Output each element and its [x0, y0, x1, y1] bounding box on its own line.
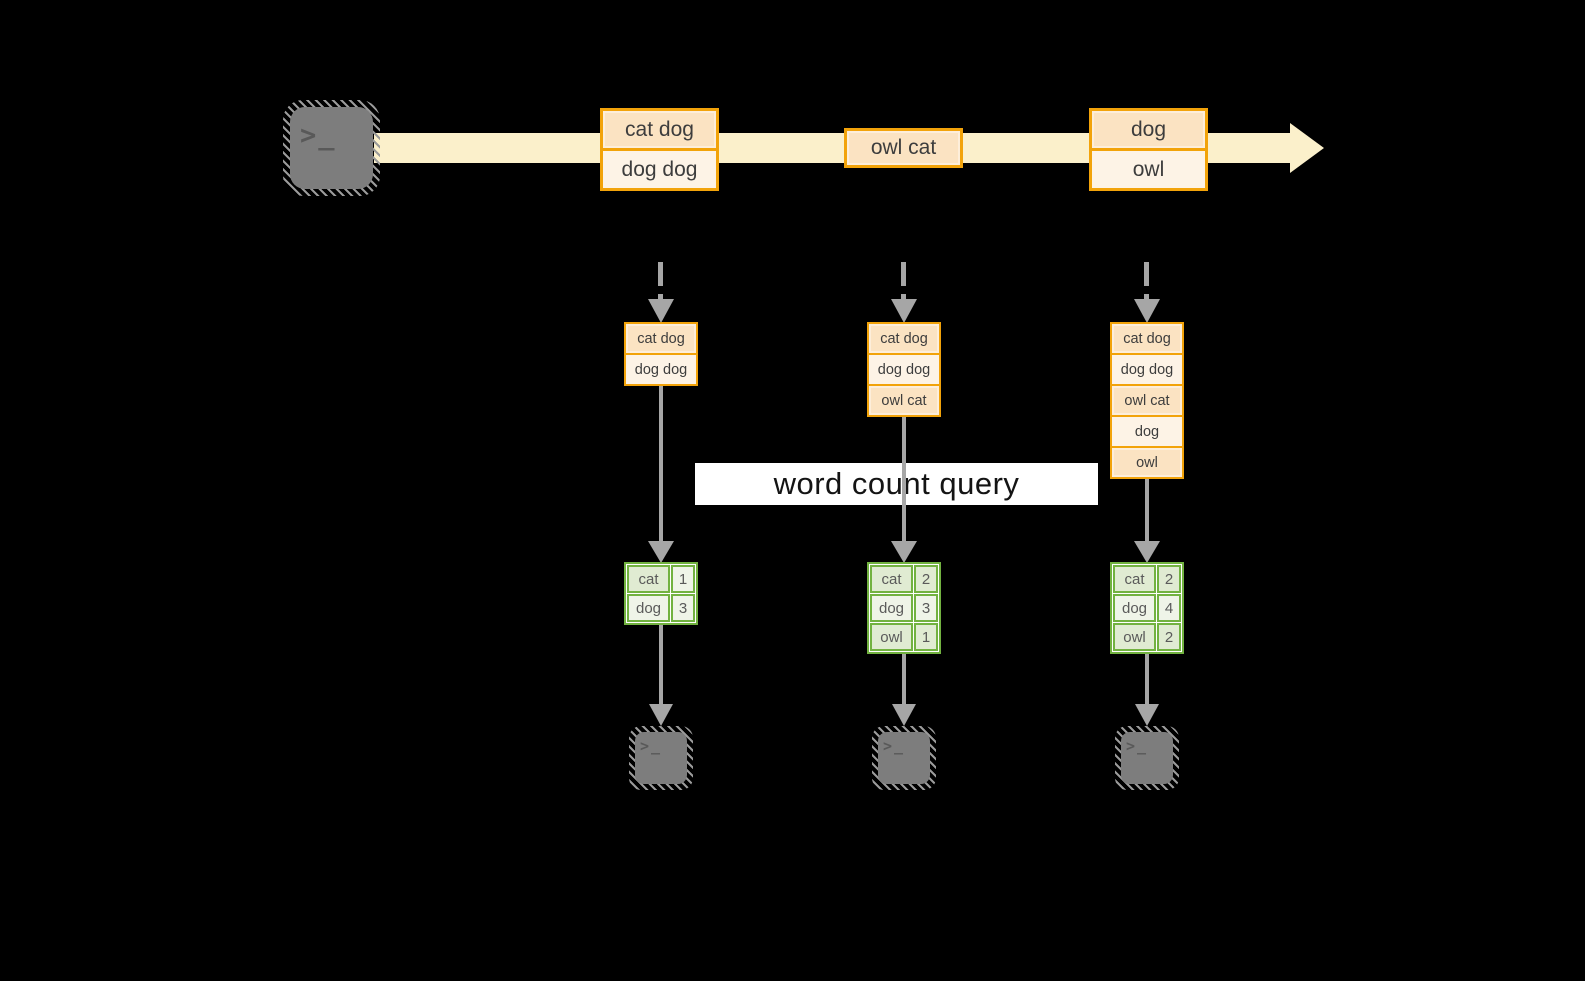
event-record: owl cat	[847, 131, 960, 165]
table-row: cat 2	[870, 565, 938, 593]
output-arrowhead-icon	[892, 704, 916, 726]
batch-record: cat dog	[1112, 324, 1182, 353]
table-row: owl 1	[870, 623, 938, 651]
output-terminal-icon: >_	[1115, 726, 1179, 790]
dashed-arrow-line	[901, 262, 906, 300]
output-arrowhead-icon	[1135, 704, 1159, 726]
event-record: dog	[1092, 111, 1205, 148]
output-line	[902, 654, 906, 705]
stream-event-3: dog owl	[1089, 108, 1208, 191]
terminal-face	[290, 107, 373, 189]
batch-record: dog dog	[1112, 355, 1182, 384]
word-cell: dog	[1113, 594, 1156, 622]
batch-record: dog dog	[626, 355, 696, 384]
dashed-arrow-line	[658, 262, 663, 300]
terminal-prompt-icon: >_	[883, 737, 906, 755]
connector-arrowhead-icon	[648, 541, 674, 563]
word-cell: owl	[1113, 623, 1156, 651]
output-arrowhead-icon	[649, 704, 673, 726]
word-cell: cat	[1113, 565, 1156, 593]
batch-record: cat dog	[869, 324, 939, 353]
word-cell: owl	[870, 623, 913, 651]
word-cell: dog	[870, 594, 913, 622]
dashed-arrowhead-icon	[1134, 299, 1160, 323]
stream-event-1: cat dog dog dog	[600, 108, 719, 191]
count-cell: 2	[1157, 623, 1181, 651]
event-record: owl	[1092, 151, 1205, 188]
word-cell: cat	[870, 565, 913, 593]
output-line	[1145, 654, 1149, 705]
output-terminal-icon: >_	[629, 726, 693, 790]
dashed-arrowhead-icon	[648, 299, 674, 323]
table-row: owl 2	[1113, 623, 1181, 651]
word-cell: cat	[627, 565, 670, 593]
dashed-arrowhead-icon	[891, 299, 917, 323]
count-cell: 1	[671, 565, 695, 593]
table-row: dog 3	[627, 594, 695, 622]
output-terminal-icon: >_	[872, 726, 936, 790]
terminal-prompt-icon: >_	[640, 737, 663, 755]
result-table-1: cat 1 dog 3	[624, 562, 698, 625]
event-record: cat dog	[603, 111, 716, 148]
terminal-prompt-icon: >_	[300, 120, 337, 151]
terminal-face	[635, 732, 687, 784]
table-row: cat 2	[1113, 565, 1181, 593]
terminal-face	[878, 732, 930, 784]
output-line	[659, 625, 663, 705]
connector-arrowhead-icon	[1134, 541, 1160, 563]
batch-record: cat dog	[626, 324, 696, 353]
connector-arrowhead-icon	[891, 541, 917, 563]
stream-event-2: owl cat	[844, 128, 963, 168]
batch-stack-1: cat dog dog dog	[624, 322, 698, 386]
count-cell: 3	[671, 594, 695, 622]
event-record: dog dog	[603, 151, 716, 188]
connector-line	[659, 384, 663, 542]
connector-line	[1145, 477, 1149, 542]
batch-record: owl cat	[869, 386, 939, 415]
table-row: dog 3	[870, 594, 938, 622]
batch-record: dog	[1112, 417, 1182, 446]
batch-record: owl	[1112, 448, 1182, 477]
query-banner: word count query	[695, 463, 1098, 505]
result-table-2: cat 2 dog 3 owl 1	[867, 562, 941, 654]
count-cell: 3	[914, 594, 938, 622]
connector-line	[902, 415, 906, 542]
table-row: dog 4	[1113, 594, 1181, 622]
batch-record: dog dog	[869, 355, 939, 384]
terminal-prompt-icon: >_	[1126, 737, 1149, 755]
terminal-face	[1121, 732, 1173, 784]
word-cell: dog	[627, 594, 670, 622]
result-table-3: cat 2 dog 4 owl 2	[1110, 562, 1184, 654]
batch-stack-3: cat dog dog dog owl cat dog owl	[1110, 322, 1184, 479]
batch-stack-2: cat dog dog dog owl cat	[867, 322, 941, 417]
count-cell: 4	[1157, 594, 1181, 622]
stream-arrowhead-icon	[1290, 123, 1324, 173]
count-cell: 2	[1157, 565, 1181, 593]
count-cell: 1	[914, 623, 938, 651]
batch-record: owl cat	[1112, 386, 1182, 415]
source-terminal-icon: >_	[283, 100, 380, 196]
dashed-arrow-line	[1144, 262, 1149, 300]
table-row: cat 1	[627, 565, 695, 593]
count-cell: 2	[914, 565, 938, 593]
